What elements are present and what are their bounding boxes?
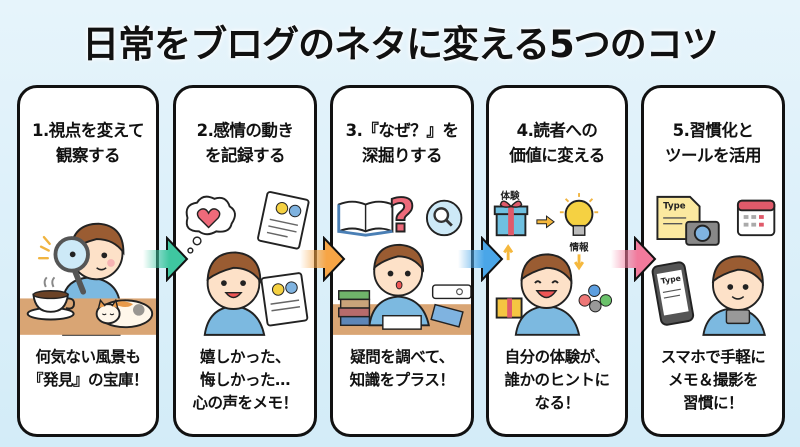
tip-heading: 4.読者への 価値に変える	[509, 121, 605, 165]
calendar-icon	[736, 199, 776, 237]
open-book-icon	[382, 314, 422, 330]
information-label: 情報	[568, 242, 589, 254]
arrow-right-icon	[143, 236, 189, 282]
tip-heading: 3.『なぜ？』を 深掘りする	[345, 121, 459, 165]
tip-caption: 嬉しかった、 悔しかった… 心の声をメモ！	[192, 348, 298, 412]
search-bubble-icon	[425, 199, 463, 237]
tip-heading: 1.視点を変えて 観察する	[32, 121, 144, 165]
dig-deeper-illustration: ?	[333, 188, 471, 335]
tip-caption: スマホで手軽に メモ＆撮影を 習慣に！	[660, 348, 766, 412]
boy-icon	[203, 251, 266, 336]
boy-icon	[702, 255, 766, 336]
magnifying-glass-icon	[53, 236, 90, 295]
tip-caption: 自分の体験が、 誰かのヒントに なる！	[504, 348, 610, 412]
light-bulb-icon	[559, 193, 599, 236]
boy-icon	[368, 243, 431, 327]
boy-icon	[514, 253, 581, 336]
arrow-up-icon	[503, 244, 514, 261]
tip-card-5: 5.習慣化と ツールを活用 Type Type	[641, 85, 785, 437]
search-bar-icon	[431, 284, 471, 300]
arrow-right-icon	[300, 236, 346, 282]
gift-box-icon	[495, 297, 523, 319]
smartphone-icon: Type	[651, 261, 695, 326]
tip-card-3: 3.『なぜ？』を 深掘りする ?	[330, 85, 474, 437]
coffee-cup-icon	[26, 276, 75, 321]
tip-card-4: 4.読者への 価値に変える 体験 情報	[486, 85, 628, 437]
habit-tools-illustration: Type Type	[651, 195, 776, 336]
svg-text:?: ?	[389, 188, 416, 242]
reader-value-illustration: 体験 情報	[493, 190, 613, 336]
open-book-icon	[337, 200, 394, 237]
observe-illustration	[20, 222, 156, 336]
tip-heading: 5.習慣化と ツールを活用	[665, 121, 762, 165]
sleeping-cat-icon	[95, 298, 154, 329]
camera-icon	[685, 220, 720, 246]
tip-card-2: 2.感情の動き を記録する	[173, 85, 317, 437]
book-stack-icon	[338, 290, 371, 327]
arrow-right-icon	[536, 215, 555, 229]
notebook-icon	[257, 191, 310, 250]
svg-text:Type: Type	[660, 274, 681, 286]
arrow-right-icon	[458, 236, 504, 282]
thought-bubble-heart-icon	[185, 195, 236, 254]
tip-card-1: 1.視点を変えて 観察する	[17, 85, 159, 437]
tip-heading: 2.感情の動き を記録する	[196, 121, 294, 165]
record-emotion-illustration	[185, 191, 310, 336]
tip-caption: 何気ない風景も 『発見』の宝庫！	[27, 348, 149, 389]
gift-box-icon	[493, 200, 529, 237]
notebook-smiley-icon	[260, 272, 309, 327]
people-group-icon	[578, 284, 613, 313]
page-title: 日常をブログのネタに変える5つのコツ	[82, 23, 719, 66]
book-icon	[430, 303, 464, 328]
arrow-right-icon	[611, 236, 657, 282]
svg-text:Type: Type	[663, 201, 686, 211]
arrow-down-icon	[574, 254, 585, 271]
experience-label: 体験	[501, 190, 521, 202]
tip-caption: 疑問を調べて、 知識をプラス！	[349, 348, 455, 389]
question-mark-icon: ?	[388, 188, 417, 243]
